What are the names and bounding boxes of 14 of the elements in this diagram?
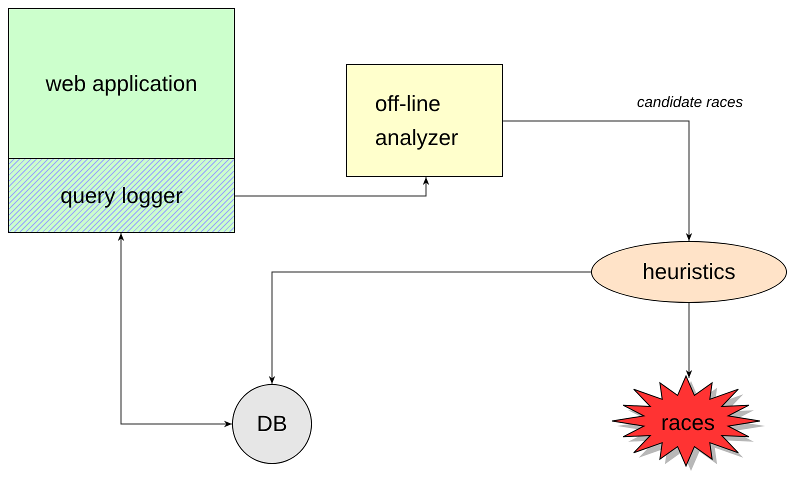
hatched-box [8,158,235,233]
node-label: query logger [60,182,183,210]
node-label: races [661,409,715,437]
node-label: DB [256,410,288,438]
arrow [118,232,232,428]
node-label: off-line analyzer [375,90,460,152]
component-box [8,8,235,233]
arrow [502,120,692,242]
arrow [268,272,592,384]
process-box [346,64,503,177]
arrow [234,176,430,196]
node-label: web application [46,70,198,98]
node-label: heuristics [642,258,736,286]
arrow [686,302,692,378]
